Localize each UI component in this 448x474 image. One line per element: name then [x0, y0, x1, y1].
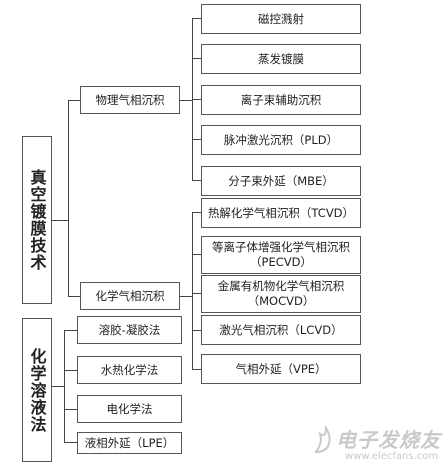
- connector: [192, 58, 201, 59]
- connector: [64, 442, 77, 443]
- connector: [52, 386, 64, 387]
- pvd-item: 离子束辅助沉积: [201, 85, 361, 115]
- root-chemical-solution-label: 化学溶液法: [27, 347, 47, 433]
- connector: [68, 296, 80, 297]
- solution-item-label: 液相外延（LPE）: [84, 435, 175, 450]
- cvd-item-line1: 热解化学气相沉积（TCVD）: [207, 205, 355, 220]
- pvd-label: 物理气相沉积: [95, 92, 165, 107]
- cvd-item-line2: （MOCVD）: [247, 294, 315, 308]
- pvd-box: 物理气相沉积: [80, 86, 180, 114]
- connector: [52, 220, 68, 221]
- cvd-item-line2: （PECVD）: [250, 255, 312, 269]
- cvd-item-line1: 等离子体增强化学气相沉积: [212, 240, 350, 254]
- cvd-item: 气相外延（VPE）: [201, 354, 361, 384]
- connector: [192, 212, 193, 369]
- pvd-item-label: 脉冲激光沉积（PLD）: [223, 132, 339, 147]
- cvd-item-line1: 金属有机物化学气相沉积: [217, 279, 345, 293]
- connector: [180, 296, 192, 297]
- connector: [64, 330, 77, 331]
- pvd-item-label: 蒸发镀膜: [258, 51, 304, 66]
- solution-item-label: 溶胶-凝胶法: [98, 322, 161, 337]
- pvd-item: 蒸发镀膜: [201, 44, 361, 74]
- connector: [192, 18, 201, 19]
- cvd-item: 激光气相沉积（LCVD）: [201, 315, 361, 345]
- pvd-item: 脉冲激光沉积（PLD）: [201, 125, 361, 155]
- connector: [68, 100, 80, 101]
- watermark-url: www.elecfans.com: [345, 451, 439, 462]
- solution-item: 液相外延（LPE）: [77, 432, 182, 454]
- connector: [192, 212, 201, 213]
- root-vacuum-coating-label: 真空镀膜技术: [27, 169, 47, 271]
- pvd-item-label: 分子束外延（MBE）: [228, 173, 334, 188]
- cvd-item: 等离子体增强化学气相沉积 （PECVD）: [201, 236, 361, 274]
- connector: [192, 330, 201, 331]
- root-chemical-solution: 化学溶液法: [22, 318, 52, 462]
- solution-item: 水热化学法: [77, 356, 182, 384]
- connector: [192, 180, 201, 181]
- cvd-item: 热解化学气相沉积（TCVD）: [201, 198, 361, 228]
- cvd-item-line1: 气相外延（VPE）: [235, 361, 327, 376]
- solution-item-label: 水热化学法: [100, 362, 159, 377]
- cvd-box: 化学气相沉积: [80, 282, 180, 310]
- connector: [68, 100, 69, 296]
- connector: [64, 370, 77, 371]
- connector: [192, 99, 201, 100]
- watermark-text: 电子发烧友: [336, 428, 441, 452]
- watermark-logo: [314, 424, 331, 454]
- connector: [192, 369, 201, 370]
- connector: [192, 139, 201, 140]
- pvd-item: 分子束外延（MBE）: [201, 166, 361, 196]
- solution-item: 溶胶-凝胶法: [77, 316, 182, 344]
- cvd-item: 金属有机物化学气相沉积 （MOCVD）: [201, 275, 361, 313]
- cvd-label: 化学气相沉积: [95, 288, 165, 303]
- solution-item-label: 电化学法: [106, 401, 153, 416]
- pvd-item-label: 磁控溅射: [258, 11, 304, 26]
- solution-item: 电化学法: [77, 395, 182, 423]
- root-vacuum-coating: 真空镀膜技术: [22, 136, 52, 304]
- connector: [64, 409, 77, 410]
- connector: [180, 100, 192, 101]
- pvd-item: 磁控溅射: [201, 4, 361, 34]
- connector: [192, 254, 201, 255]
- cvd-item-line1: 激光气相沉积（LCVD）: [219, 322, 343, 337]
- connector: [192, 293, 201, 294]
- pvd-item-label: 离子束辅助沉积: [240, 92, 322, 107]
- connector: [64, 330, 65, 442]
